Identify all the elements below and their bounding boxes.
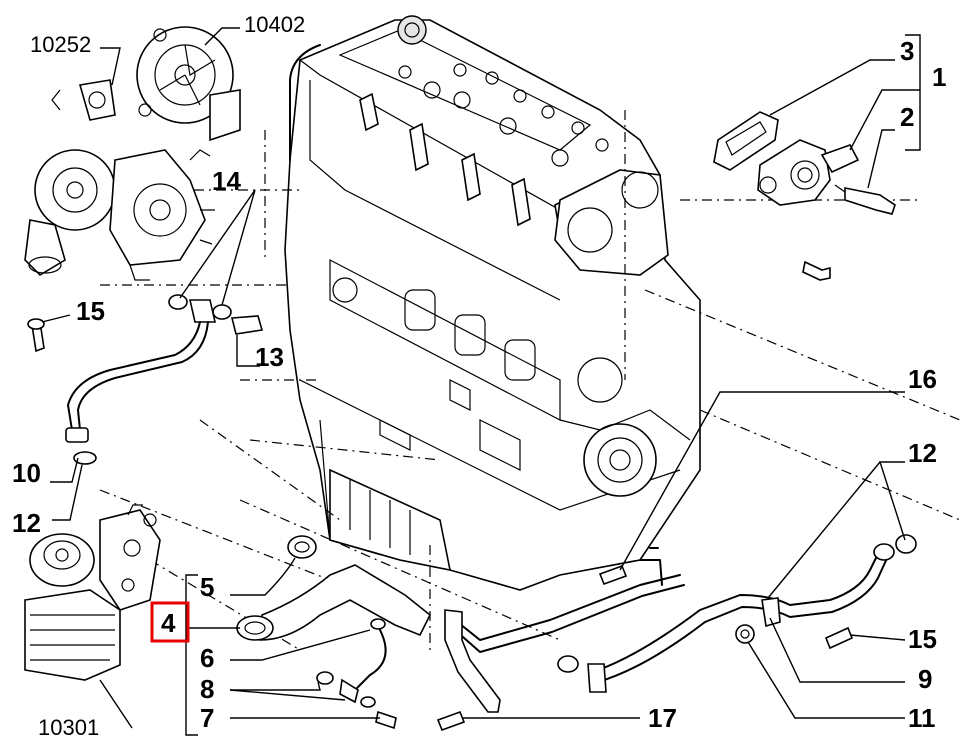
callout-8: 8 bbox=[200, 674, 214, 704]
callout-15-left: 15 bbox=[76, 296, 105, 326]
callout-4: 4 bbox=[161, 608, 176, 638]
reference-10252: 10252 bbox=[30, 32, 91, 57]
lower-coolant-pipes bbox=[236, 535, 432, 730]
reference-10301: 10301 bbox=[38, 715, 99, 740]
callout-12-left: 12 bbox=[12, 508, 41, 538]
callout-7: 7 bbox=[200, 703, 214, 733]
callout-15-right: 15 bbox=[908, 624, 937, 654]
callout-5: 5 bbox=[200, 572, 214, 602]
callout-11: 11 bbox=[908, 703, 936, 733]
leader-lines bbox=[41, 27, 921, 736]
callout-1: 1 bbox=[932, 62, 946, 92]
callout-4-highlight bbox=[150, 601, 190, 643]
construction-lines bbox=[99, 110, 960, 651]
engine-block bbox=[284, 15, 701, 591]
callout-labels: 3 1 2 14 15 13 10 12 16 12 5 4 6 8 7 15 … bbox=[12, 36, 946, 733]
callout-12-right: 12 bbox=[908, 438, 937, 468]
callout-16: 16 bbox=[908, 364, 937, 394]
turbocharger bbox=[24, 79, 215, 281]
callout-13: 13 bbox=[255, 342, 284, 372]
callout-2: 2 bbox=[900, 102, 914, 132]
reference-10402: 10402 bbox=[244, 12, 305, 37]
right-coolant-pipes bbox=[436, 534, 917, 732]
thermostat-assembly bbox=[713, 111, 896, 281]
water-pump bbox=[136, 26, 241, 142]
callout-14: 14 bbox=[212, 166, 241, 196]
callout-3: 3 bbox=[900, 36, 914, 66]
oil-filter-housing bbox=[24, 504, 161, 681]
turbo-oil-feed-pipe bbox=[27, 294, 264, 465]
reference-labels: 10252 10402 10301 bbox=[30, 12, 305, 740]
callout-6: 6 bbox=[200, 643, 214, 673]
callout-17: 17 bbox=[648, 703, 677, 733]
callout-10: 10 bbox=[12, 458, 41, 488]
callout-9: 9 bbox=[918, 664, 932, 694]
